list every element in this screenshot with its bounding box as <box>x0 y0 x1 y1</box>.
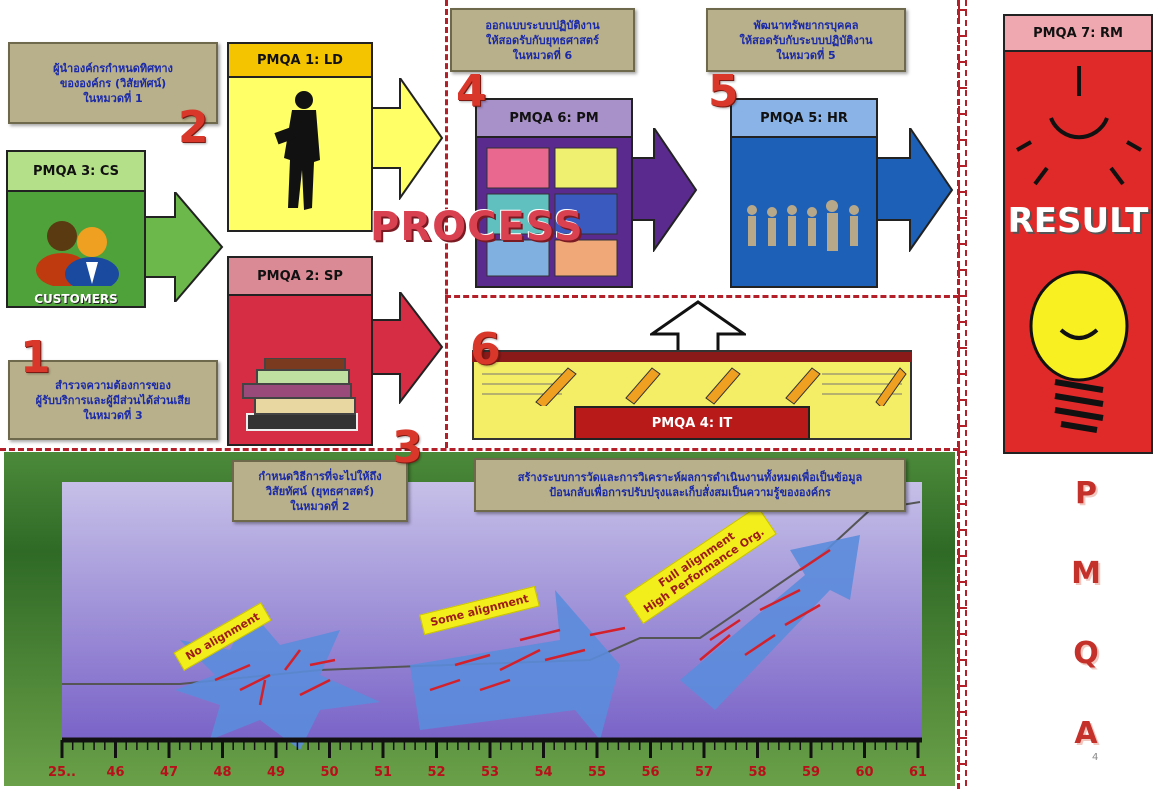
note-customer: สำรวจความต้องการของ ผู้รับบริการและผู้มี… <box>8 360 218 440</box>
ld-tab: PMQA 1: LD <box>227 42 373 78</box>
step-number-1: 1 <box>20 332 51 383</box>
it-tab: PMQA 4: IT <box>574 406 810 440</box>
it-box: PMQA 4: IT <box>472 350 912 440</box>
axis-tick-label: 51 <box>373 765 393 780</box>
pm-tab: PMQA 6: PM <box>475 98 633 138</box>
hr-arrow <box>872 128 954 252</box>
axis-tick-label: 56 <box>641 765 660 780</box>
axis-tick-label: 50 <box>320 765 339 780</box>
lightbulb-icon <box>1016 66 1142 433</box>
leader-silhouette-icon <box>274 91 320 210</box>
ld-box: PMQA 1: LD <box>227 42 373 232</box>
step-number-3: 3 <box>392 422 423 473</box>
page-number: 4 <box>1092 752 1099 763</box>
pmqa-letter-a: A <box>1074 716 1098 751</box>
pencil-notes-icon <box>482 367 907 406</box>
axis-tick-label: 49 <box>266 765 286 780</box>
pmqa-letter-q: Q <box>1073 636 1099 671</box>
sp-box: PMQA 2: SP <box>227 256 373 446</box>
axis-tick-label: 46 <box>106 765 125 780</box>
axis-tick-label: 47 <box>159 765 179 780</box>
axis-tick-label: 59 <box>801 765 821 780</box>
pmqa-letter-p: P <box>1075 476 1097 511</box>
axis-tick-label: 61 <box>908 765 928 780</box>
axis-tick-label: 52 <box>427 765 446 780</box>
note-leader: ผู้นำองค์กรกำหนดทิศทาง ขององค์กร (วิสัยท… <box>8 42 218 124</box>
note-process: ออกแบบระบบปฏิบัติงาน ให้สอดรับกับยุทธศาส… <box>450 8 635 72</box>
axis-tick-label: 57 <box>694 765 714 780</box>
customers-icon <box>36 221 119 286</box>
pm-box: PMQA 6: PM <box>475 98 633 288</box>
hr-box: PMQA 5: HR <box>730 98 878 288</box>
note-it: สร้างระบบการวัดและการวิเคราะห์ผลการดำเนิ… <box>474 458 906 512</box>
axis-tick-label: 60 <box>855 765 874 780</box>
it-banner <box>472 352 912 362</box>
customers-caption: CUSTOMERS <box>34 292 118 306</box>
cs-tab: PMQA 3: CS <box>6 150 146 192</box>
timeline-graphics <box>60 501 922 758</box>
axis-tick-label: 54 <box>534 765 553 780</box>
books-icon <box>242 358 358 431</box>
result-label: RESULT <box>1007 201 1149 241</box>
axis-tick-label: 58 <box>748 765 767 780</box>
process-title: PROCESS <box>370 204 584 250</box>
axis-tick-label: 48 <box>213 765 232 780</box>
divider-timeline-horizontal <box>0 448 959 451</box>
step-number-6: 6 <box>470 324 501 375</box>
axis-tick-label: 25.. <box>48 765 76 780</box>
divider-process-horizontal <box>445 295 959 298</box>
ladder-rail <box>958 0 967 789</box>
note-hr: พัฒนาทรัพยากรบุคคล ให้สอดรับกับระบบปฏิบั… <box>706 8 906 72</box>
cs-box: PMQA 3: CS CUSTOMERS <box>6 150 146 308</box>
sp-tab: PMQA 2: SP <box>227 256 373 296</box>
step-number-5: 5 <box>708 66 739 117</box>
axis-tick-label: 53 <box>480 765 500 780</box>
rm-box: PMQA 7: RM RESULT <box>1003 14 1153 454</box>
up-arrow-icon <box>650 300 746 354</box>
step-number-2: 2 <box>178 102 209 153</box>
axis-tick-label: 55 <box>587 765 607 780</box>
rm-tab: PMQA 7: RM <box>1003 14 1153 52</box>
note-strategy: กำหนดวิธีการที่จะไปให้ถึง วิสัยทัศน์ (ยุ… <box>232 460 408 522</box>
pmqa-letter-m: M <box>1071 556 1101 591</box>
divider-left-vertical <box>445 0 448 448</box>
hr-tab: PMQA 5: HR <box>730 98 878 138</box>
step-number-4: 4 <box>456 66 487 117</box>
puzzle-icon <box>486 147 618 277</box>
people-icon <box>747 200 859 251</box>
